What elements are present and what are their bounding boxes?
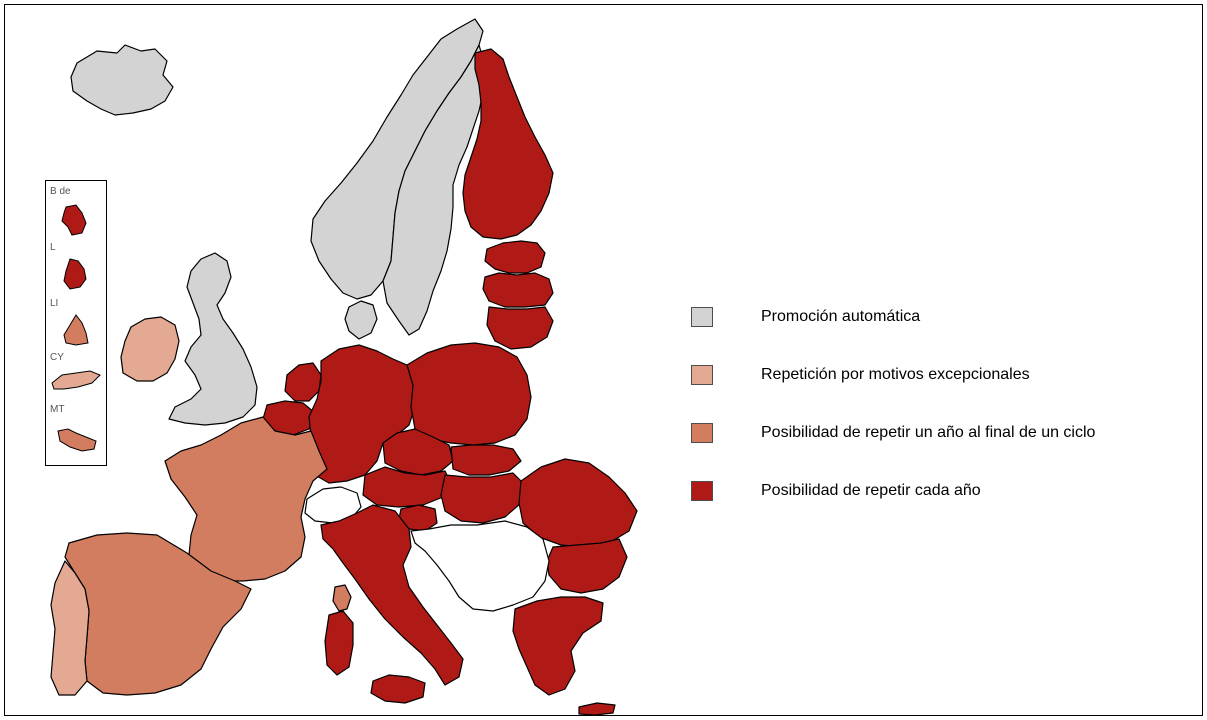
inset-shape-li xyxy=(63,314,89,346)
country-lithuania xyxy=(486,306,554,350)
legend-item-cada-ano: Posibilidad de repetir cada año xyxy=(691,479,1201,503)
country-slovakia xyxy=(450,444,522,476)
country-germany xyxy=(308,344,416,484)
inset-label-cy: CY xyxy=(50,352,64,363)
inset-shape-cy xyxy=(51,370,101,390)
inset-shape-l xyxy=(63,258,87,290)
country-austria xyxy=(362,466,452,508)
country-latvia xyxy=(482,272,554,308)
inset-region-mt xyxy=(57,428,97,452)
country-poland xyxy=(406,342,532,446)
country-sardinia xyxy=(324,610,354,676)
country-sicily xyxy=(370,674,426,704)
map-frame: B de L LI CY MT Promoción automática Rep… xyxy=(4,4,1203,716)
legend-swatch-final-ciclo xyxy=(691,423,713,443)
country-denmark xyxy=(344,300,378,340)
country-balkans xyxy=(410,520,550,612)
legend-label-excepcional: Repetición por motivos excepcionales xyxy=(761,366,1030,383)
inset-label-mt: MT xyxy=(50,404,65,415)
country-corsica xyxy=(332,584,352,612)
inset-region-l xyxy=(63,258,87,290)
country-hungary xyxy=(440,472,526,524)
inset-label-bde: B de xyxy=(50,186,71,197)
country-crete xyxy=(578,702,616,715)
country-ireland xyxy=(120,316,180,382)
country-iceland xyxy=(70,44,174,116)
inset-region-li xyxy=(63,314,89,346)
country-bulgaria xyxy=(546,538,628,594)
country-italy xyxy=(320,504,464,686)
country-finland xyxy=(462,48,554,240)
inset-region-bde xyxy=(61,204,87,236)
inset-label-li: LI xyxy=(50,298,59,309)
country-uk xyxy=(168,252,258,426)
legend-swatch-promocion xyxy=(691,307,713,327)
legend-item-promocion: Promoción automática xyxy=(691,305,1201,329)
inset-label-l: L xyxy=(50,242,56,253)
legend-swatch-excepcional xyxy=(691,365,713,385)
country-france xyxy=(164,416,328,582)
legend-label-final-ciclo: Posibilidad de repetir un año al final d… xyxy=(761,424,1096,441)
country-greece xyxy=(512,596,604,696)
country-estonia xyxy=(484,240,546,274)
legend-label-cada-ano: Posibilidad de repetir cada año xyxy=(761,482,981,499)
legend-swatch-cada-ano xyxy=(691,481,713,501)
country-portugal xyxy=(50,560,90,696)
inset-region-cy xyxy=(51,370,101,390)
legend-item-final-ciclo: Posibilidad de repetir un año al final d… xyxy=(691,421,1201,445)
country-sweden xyxy=(382,44,486,336)
inset-shape-mt xyxy=(57,428,97,452)
legend-item-excepcional: Repetición por motivos excepcionales xyxy=(691,363,1201,387)
europe-map xyxy=(50,18,638,715)
inset-panel: B de L LI CY MT xyxy=(45,180,107,466)
country-netherlands xyxy=(284,362,322,402)
legend-label-promocion: Promoción automática xyxy=(761,308,921,325)
inset-shape-bde xyxy=(61,204,87,236)
